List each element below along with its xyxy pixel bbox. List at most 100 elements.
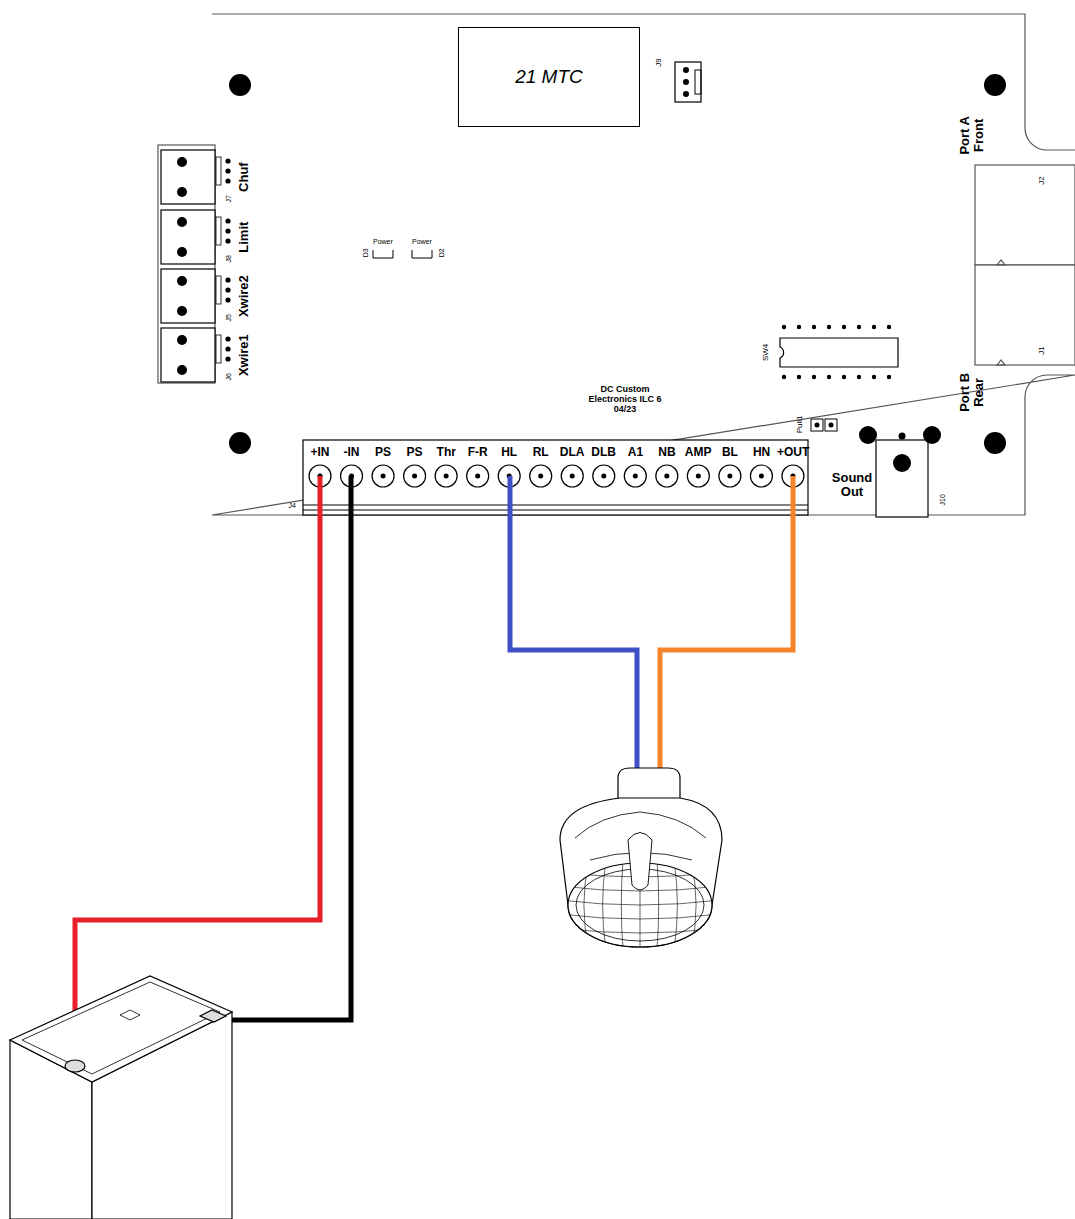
- mr16-lamp: [560, 928, 720, 933]
- terminal-block: [475, 474, 480, 479]
- terminal-block: [601, 474, 606, 479]
- audio-jack: [899, 433, 906, 440]
- left-connector-block: [225, 168, 230, 173]
- left-connector-block: [177, 335, 187, 345]
- terminal-block: [719, 465, 741, 487]
- left-connector-block: [161, 328, 215, 382]
- terminal-name: HL: [501, 446, 517, 459]
- circuit-board: 21 MTC DC Custom Electronics ILC 6 04/23: [212, 14, 1025, 515]
- mr16-lamp: [560, 914, 720, 919]
- dip-switch: [887, 375, 891, 379]
- mr16-lamp: [584, 860, 589, 950]
- port-name: Port A Front: [958, 109, 987, 161]
- dip-switch: [812, 325, 816, 329]
- led-label: Power: [412, 238, 432, 246]
- dip-switch: [782, 375, 786, 379]
- dip-switch: [842, 375, 846, 379]
- left-connector-block: [216, 276, 221, 304]
- left-connector-block: [225, 297, 230, 302]
- switch-id: SW4: [762, 343, 771, 360]
- mr16-lamp: [618, 768, 680, 800]
- connector-name: Xwire1: [237, 334, 251, 376]
- port-name: Port B Rear: [958, 366, 987, 418]
- terminal-block: [687, 465, 709, 487]
- connector-name: Limit: [237, 222, 251, 253]
- left-connector-block: [177, 276, 187, 286]
- rj-port: [975, 265, 1075, 365]
- dip-switch: [872, 375, 876, 379]
- left-connector-block: [216, 217, 221, 245]
- dip-switch: [827, 375, 831, 379]
- j9-connector: [675, 62, 701, 102]
- power-led: [373, 250, 432, 258]
- left-connector-block: [158, 145, 231, 383]
- rj-port: [975, 165, 1075, 265]
- left-connector-block: [225, 228, 230, 233]
- circuit-board: [212, 14, 1075, 515]
- terminal-name: Thr: [437, 446, 456, 459]
- left-connector-block: [225, 356, 230, 361]
- header-id: Pull1: [796, 415, 805, 433]
- left-connector-block: [225, 238, 230, 243]
- terminal-block: [530, 465, 552, 487]
- led-id: D3: [361, 248, 369, 257]
- terminal-name: A1: [628, 446, 643, 459]
- dip-switch: [857, 325, 861, 329]
- left-connector-block: [177, 217, 187, 227]
- terminal-name: PS: [407, 446, 423, 459]
- terminal-block: [303, 440, 808, 515]
- j9-connector: [683, 91, 689, 97]
- terminal-block: [624, 465, 646, 487]
- terminal-name: +OUT: [777, 446, 809, 459]
- pull-header: [811, 419, 823, 431]
- terminal-block: [538, 474, 543, 479]
- terminal-name: BL: [722, 446, 738, 459]
- wire: [208, 476, 351, 1020]
- wire: [75, 476, 320, 1066]
- terminal-block: [372, 465, 394, 487]
- left-connector-block: [225, 277, 230, 282]
- connector-id: J10: [938, 494, 946, 505]
- connector-name: Chuf: [237, 162, 251, 192]
- rj-port: [975, 165, 1075, 365]
- terminal-block: [561, 465, 583, 487]
- terminal-name: AMP: [685, 446, 712, 459]
- terminal-block: [696, 474, 701, 479]
- wire: [660, 476, 793, 770]
- terminal-name: -IN: [344, 446, 360, 459]
- terminal-name: DLB: [591, 446, 616, 459]
- connector-id: J9: [655, 58, 664, 66]
- connector-id: J5: [224, 314, 232, 321]
- connector-name: Xwire2: [237, 275, 251, 317]
- terminal-block: [444, 474, 449, 479]
- terminal-name: DLA: [560, 446, 585, 459]
- mounting-hole: [229, 74, 1006, 454]
- module-socket: 21 MTC: [458, 27, 640, 127]
- audio-jack: [923, 426, 941, 444]
- left-connector-block: [177, 157, 187, 167]
- terminal-block: [467, 465, 489, 487]
- dip-switch: [827, 325, 831, 329]
- dip-switch: [872, 325, 876, 329]
- left-connector-block: [216, 335, 221, 363]
- dip-switch: [842, 325, 846, 329]
- left-connector-block: [177, 306, 187, 316]
- terminal-block: [404, 465, 426, 487]
- j9-connector: [695, 70, 701, 94]
- module-label: 21 MTC: [515, 67, 583, 88]
- dip-switch: [887, 325, 891, 329]
- mounting-hole: [984, 74, 1006, 96]
- mr16-lamp: [560, 798, 722, 947]
- board-maker-text: DC Custom Electronics ILC 6 04/23: [584, 385, 666, 415]
- mr16-lamp: [560, 942, 720, 947]
- connector-id: J8: [224, 255, 232, 262]
- terminal-name: F-R: [468, 446, 488, 459]
- battery: [200, 1010, 226, 1022]
- left-connector-block: [216, 157, 221, 185]
- audio-jack: [893, 454, 911, 472]
- terminal-block: [303, 510, 808, 511]
- mounting-hole: [229, 74, 251, 96]
- terminal-block: [759, 474, 764, 479]
- battery: [10, 976, 232, 1082]
